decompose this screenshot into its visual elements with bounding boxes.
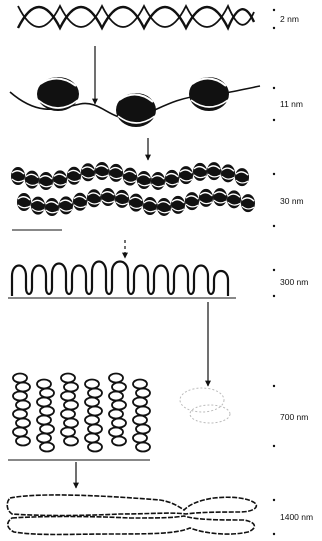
solenoid-nucleosome	[53, 170, 67, 188]
solenoid-nucleosome	[151, 172, 165, 190]
solenoid-nucleosome	[81, 163, 95, 181]
solenoid-nucleosome	[179, 166, 193, 184]
solenoid-nucleosome	[25, 171, 39, 189]
solenoid-nucleosome	[143, 197, 157, 215]
nucleosome-fiber	[10, 77, 260, 127]
dna-double-helix	[18, 6, 254, 28]
solenoid-nucleosome	[45, 198, 59, 216]
solenoid-fiber-30nm	[11, 162, 255, 216]
solenoid-nucleosome	[207, 162, 221, 180]
solenoid-nucleosome	[193, 163, 207, 181]
solenoid-nucleosome	[157, 198, 171, 216]
solenoid-nucleosome	[221, 164, 235, 182]
solenoid-nucleosome	[11, 167, 25, 185]
coil-column	[85, 380, 102, 452]
label-700nm: 700 nm	[280, 412, 308, 422]
scale-marker-2nm	[273, 9, 275, 29]
label-30nm: 30 nm	[280, 196, 304, 206]
solenoid-nucleosome	[115, 190, 129, 208]
coil-column	[109, 374, 126, 446]
nucleosome-2	[116, 93, 156, 127]
scale-marker-300nm	[273, 269, 275, 297]
scale-marker-700nm	[273, 385, 275, 447]
solenoid-nucleosome	[185, 192, 199, 210]
solenoid-nucleosome	[123, 168, 137, 186]
label-11nm: 11 nm	[280, 99, 303, 109]
nucleosome-1	[37, 77, 79, 111]
solenoid-nucleosome	[101, 188, 115, 206]
solenoid-nucleosome	[227, 190, 241, 208]
scale-marker-11nm	[273, 87, 275, 121]
solenoid-nucleosome	[87, 189, 101, 207]
solenoid-nucleosome	[31, 197, 45, 215]
coil-column	[37, 380, 54, 452]
solenoid-nucleosome	[17, 193, 31, 211]
coil-column	[61, 374, 78, 446]
solenoid-nucleosome	[95, 162, 109, 180]
coil-column	[13, 374, 30, 446]
label-1400nm: 1400 nm	[280, 512, 313, 522]
scale-marker-1400nm	[273, 499, 275, 535]
label-300nm: 300 nm	[280, 277, 308, 287]
condensed-coils-700nm	[13, 374, 150, 452]
solenoid-nucleosome	[137, 171, 151, 189]
solenoid-nucleosome	[165, 170, 179, 188]
scale-marker-30nm	[273, 173, 275, 227]
metaphase-chromosome	[7, 495, 256, 535]
solenoid-nucleosome	[241, 194, 255, 212]
solenoid-nucleosome	[213, 188, 227, 206]
solenoid-nucleosome	[39, 172, 53, 190]
solenoid-nucleosome	[199, 189, 213, 207]
solenoid-nucleosome	[59, 196, 73, 214]
solenoid-nucleosome	[67, 167, 81, 185]
nucleosome-3	[189, 77, 229, 111]
faint-coil-region	[180, 388, 230, 423]
solenoid-nucleosome	[171, 196, 185, 214]
coil-column	[133, 380, 150, 452]
solenoid-nucleosome	[129, 194, 143, 212]
solenoid-nucleosome	[235, 168, 249, 186]
solenoid-nucleosome	[109, 164, 123, 182]
label-2nm: 2 nm	[280, 14, 299, 24]
looped-domains-300nm	[8, 262, 236, 299]
solenoid-nucleosome	[73, 193, 87, 211]
